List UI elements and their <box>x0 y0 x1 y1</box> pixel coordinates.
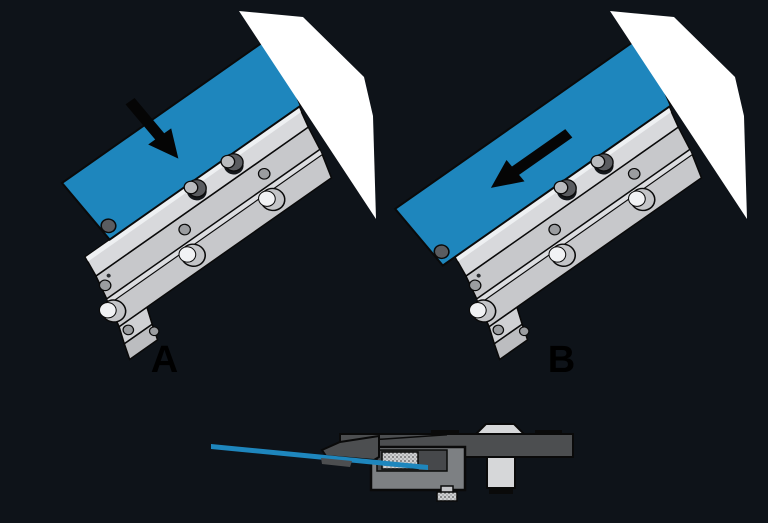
mounting-screw <box>486 455 516 489</box>
squeegee-blade <box>393 34 672 267</box>
screw-shadow <box>489 485 513 494</box>
blade-mouth-lower <box>321 458 352 467</box>
panel-a-label: A <box>151 339 178 381</box>
panel-b-assembly <box>393 34 741 361</box>
clamp-bolt-head <box>436 491 458 502</box>
blade-cross-section <box>211 444 428 470</box>
slide-left-arrow-icon <box>490 129 573 188</box>
panel-a-assembly <box>58 34 371 361</box>
squeegee-blade <box>60 34 302 241</box>
blade-hole <box>100 218 117 234</box>
panel-b-label: B <box>548 339 575 381</box>
cross-section-view <box>211 423 574 502</box>
blade-hole <box>433 244 450 260</box>
press-down-arrow-icon <box>125 98 179 159</box>
